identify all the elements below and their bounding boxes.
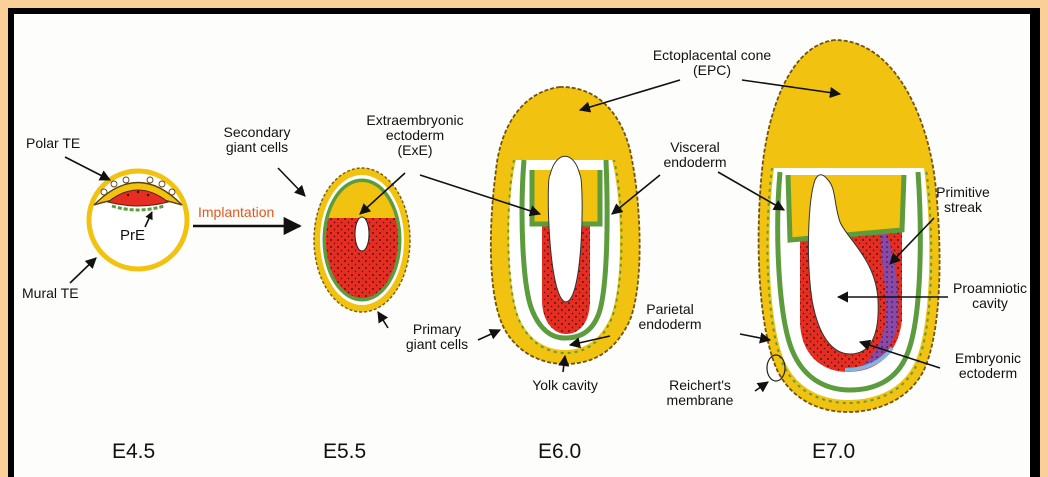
stage-label-e55: E5.5 xyxy=(323,440,366,464)
label-ectoplacental-cone: Ectoplacental cone(EPC) xyxy=(612,48,812,78)
label-yolk-cavity: Yolk cavity xyxy=(515,378,615,393)
e55-embryo xyxy=(314,168,410,312)
stage-label-e60: E6.0 xyxy=(538,440,581,464)
label-pre: PrE xyxy=(120,228,145,243)
e45-blastocyst xyxy=(89,171,187,269)
label-mural-te: Mural TE xyxy=(22,286,79,301)
label-polar-te: Polar TE xyxy=(26,136,80,151)
label-implantation: Implantation xyxy=(198,204,274,220)
stage-label-e45: E4.5 xyxy=(112,440,155,464)
stage-label-e70: E7.0 xyxy=(812,440,855,464)
e70-embryo xyxy=(759,40,940,412)
